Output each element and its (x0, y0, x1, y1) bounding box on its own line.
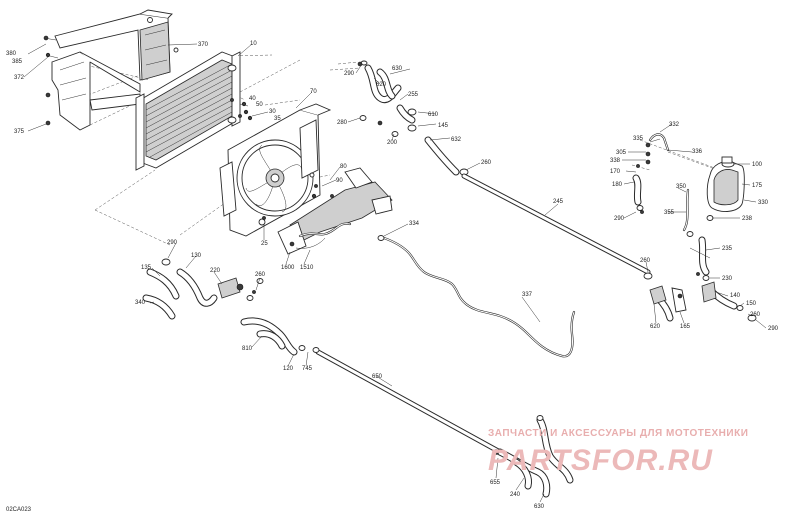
callout-385: 385 (12, 59, 23, 65)
watermark: ЗАПЧАСТИ И АКСЕССУАРЫ ДЛЯ МОТОТЕХНИКИ PA… (488, 428, 748, 477)
callout-120: 120 (283, 366, 294, 372)
callout-280: 280 (337, 120, 348, 126)
callout-30: 30 (269, 109, 276, 115)
callout-290-far-right: 290 (768, 326, 779, 332)
radiator (135, 51, 253, 171)
callout-338: 338 (610, 158, 621, 164)
drawing-code: 02CA023 (6, 507, 32, 513)
callout-610: 610 (428, 112, 439, 118)
callout-290-left: 290 (167, 240, 178, 246)
watermark-logo: PARTSFOR.RU (488, 444, 713, 477)
callout-375: 375 (14, 129, 25, 135)
callout-255: 255 (408, 92, 419, 98)
callout-655: 655 (490, 480, 501, 486)
callout-334: 334 (409, 221, 420, 227)
callout-372: 372 (14, 75, 25, 81)
callout-260-left: 260 (255, 272, 266, 278)
callout-355: 355 (664, 210, 675, 216)
callout-200: 200 (387, 140, 398, 146)
callout-260-upper: 260 (481, 160, 492, 166)
callout-130: 130 (191, 253, 202, 259)
callout-40: 40 (249, 96, 256, 102)
callout-135: 135 (141, 265, 152, 271)
callout-90: 90 (336, 178, 343, 184)
callout-620-right: 620 (650, 324, 661, 330)
callout-336: 336 (692, 149, 703, 155)
callout-25: 25 (261, 241, 268, 247)
callout-10: 10 (250, 41, 257, 47)
callout-810: 810 (242, 346, 253, 352)
fan-duct (277, 167, 393, 255)
bleed-line (377, 235, 576, 358)
coolant-pipes (312, 173, 653, 455)
callout-745: 745 (302, 366, 313, 372)
callout-238: 238 (742, 216, 753, 222)
callout-230: 230 (722, 276, 733, 282)
callout-350: 350 (676, 184, 687, 190)
callout-35: 35 (274, 116, 281, 122)
callout-290-top: 290 (344, 71, 355, 77)
callout-235: 235 (722, 246, 733, 252)
callout-145: 145 (438, 123, 449, 129)
callout-620-top: 620 (376, 82, 387, 88)
callout-165: 165 (680, 324, 691, 330)
callout-100: 100 (752, 162, 763, 168)
callout-70: 70 (310, 89, 317, 95)
callout-290-right: 290 (614, 216, 625, 222)
callout-330: 330 (758, 200, 769, 206)
callout-175: 175 (752, 183, 763, 189)
callout-332: 332 (669, 122, 680, 128)
callout-370: 370 (198, 42, 209, 48)
callout-650: 650 (372, 374, 383, 380)
watermark-tagline: ЗАПЧАСТИ И АКСЕССУАРЫ ДЛЯ МОТОТЕХНИКИ (488, 428, 748, 439)
expansion-tank-assembly (632, 133, 757, 322)
fan-assembly (219, 103, 332, 237)
callout-1600: 1600 (281, 265, 295, 271)
callout-1510: 1510 (300, 265, 314, 271)
callout-380: 380 (6, 51, 17, 57)
coupler-hoses (649, 285, 687, 322)
radiator-brackets (43, 9, 179, 131)
callout-630-bottom: 630 (534, 504, 545, 510)
callout-50: 50 (256, 102, 263, 108)
leader-lines (23, 43, 767, 503)
callout-245: 245 (553, 199, 564, 205)
callout-labels: 380 385 372 370 10 375 40 50 30 35 70 29… (6, 41, 779, 510)
callout-240: 240 (510, 492, 521, 498)
callout-180: 180 (612, 182, 623, 188)
callout-260-far-right: 260 (750, 312, 761, 318)
callout-340: 340 (135, 300, 146, 306)
callout-305: 305 (616, 150, 627, 156)
callout-220: 220 (210, 268, 221, 274)
callout-630: 630 (392, 66, 403, 72)
upper-hoses (359, 60, 469, 176)
callout-170: 170 (610, 169, 621, 175)
callout-140: 140 (730, 293, 741, 299)
callout-260-right: 260 (640, 258, 651, 264)
callout-337: 337 (522, 292, 533, 298)
callout-150: 150 (746, 301, 757, 307)
bottom-hoses (492, 415, 574, 498)
fasteners (230, 61, 700, 294)
callout-335: 335 (633, 136, 644, 142)
lower-left-hoses (142, 258, 306, 356)
callout-80: 80 (340, 164, 347, 170)
callout-632: 632 (451, 137, 462, 143)
